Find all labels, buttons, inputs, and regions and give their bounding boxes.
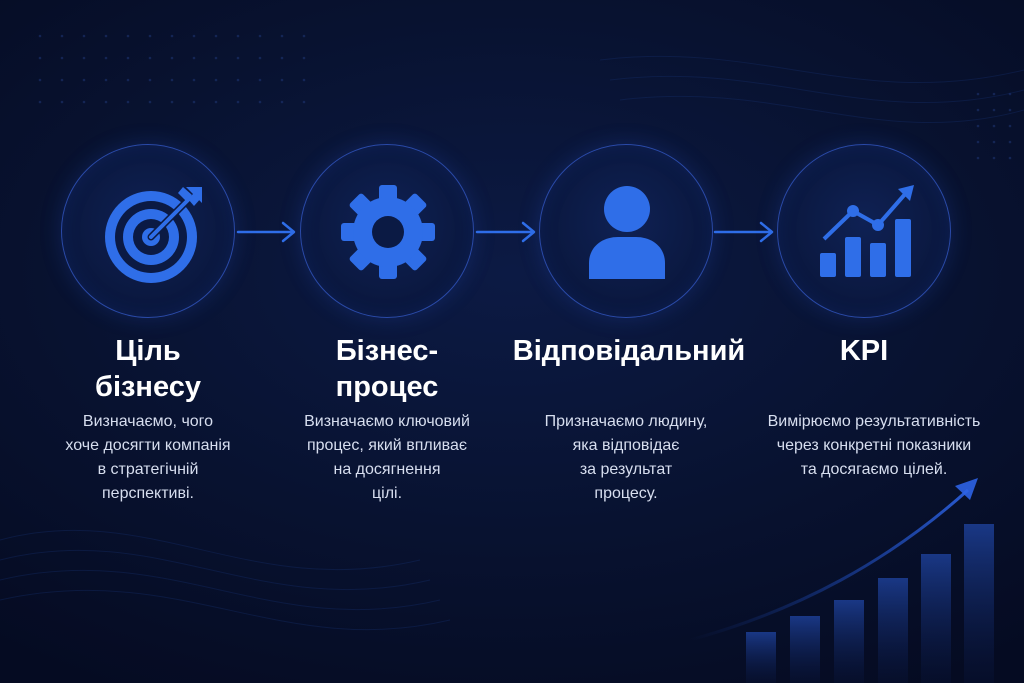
step-1-description: Визначаємо, чого хоче досягти компанія в… bbox=[65, 413, 231, 502]
arrow-right-icon bbox=[713, 221, 774, 243]
step-3-title: Відповідальний bbox=[512, 335, 746, 367]
step-2-circle bbox=[300, 144, 474, 318]
dot-grid-decoration bbox=[976, 92, 1012, 160]
step-3-description: Призначаємо людину, яка відповідає за ре… bbox=[544, 413, 708, 502]
gear-icon bbox=[341, 185, 435, 279]
background-bar-chart-decoration bbox=[689, 478, 994, 683]
step-4-circle bbox=[777, 144, 951, 318]
step-3-circle bbox=[539, 144, 713, 318]
target-icon bbox=[105, 187, 202, 283]
step-1-title: Ціль бізнесу bbox=[95, 335, 201, 403]
step-2-title: Бізнес- процес bbox=[335, 335, 439, 403]
person-icon bbox=[589, 186, 665, 279]
dot-grid-decoration bbox=[38, 34, 306, 104]
arrow-right-icon bbox=[475, 221, 536, 243]
wave-lines-decoration bbox=[0, 55, 1024, 631]
step-1-circle bbox=[61, 144, 235, 318]
step-2-description: Визначаємо ключовий процес, який впливає… bbox=[304, 413, 470, 502]
arrow-right-icon bbox=[236, 221, 296, 243]
growth-chart-icon bbox=[820, 185, 914, 277]
step-4-description: Вимірюємо результативність через конкрет… bbox=[767, 413, 981, 478]
step-4-title: KPI bbox=[839, 335, 889, 367]
